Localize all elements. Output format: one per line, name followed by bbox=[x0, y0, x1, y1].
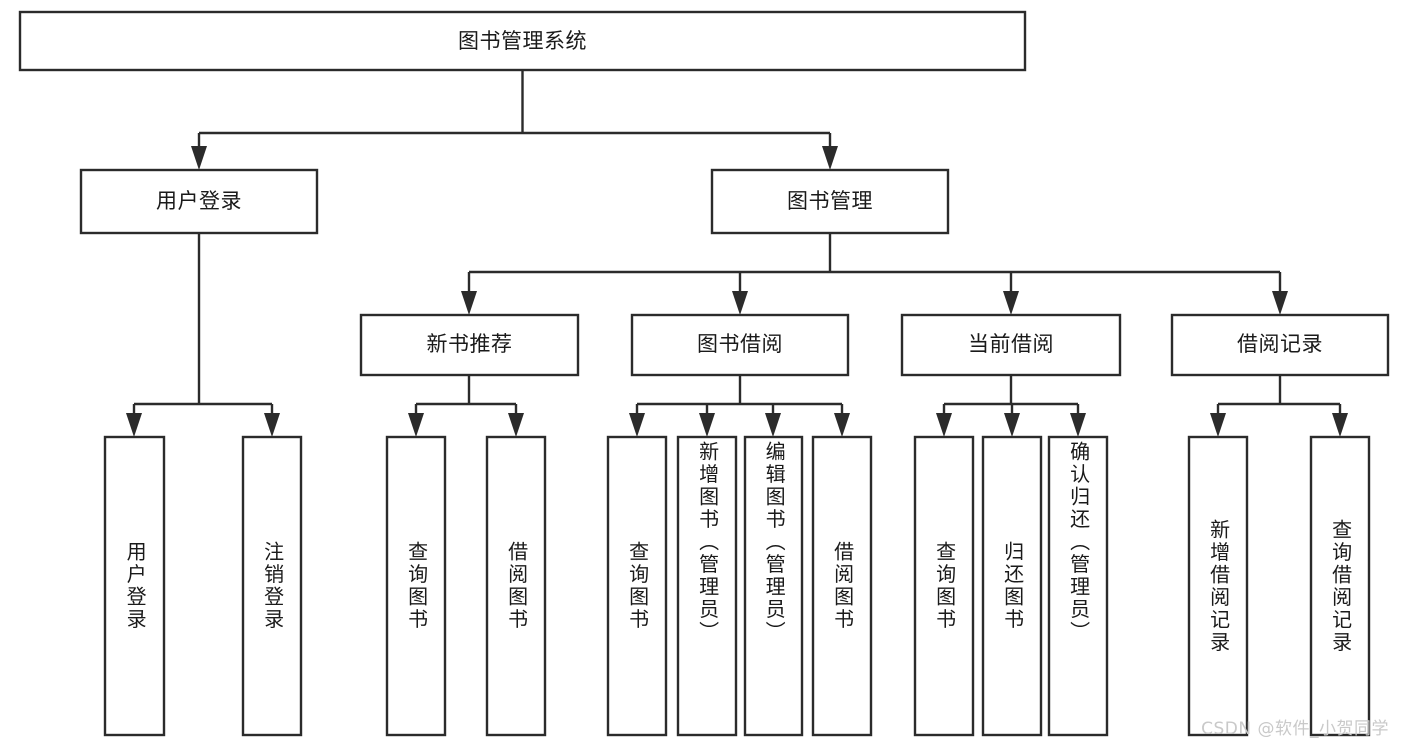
node-book-borrow-label: 图书借阅 bbox=[697, 332, 783, 356]
arrow-head-icon bbox=[834, 413, 850, 437]
node-current-borrow[interactable]: 当前借阅 bbox=[900, 313, 1122, 377]
leaf-box-confirm-return-admin[interactable] bbox=[1047, 435, 1109, 737]
arrow-head-icon bbox=[765, 413, 781, 437]
connector-group-bookmgmt bbox=[461, 233, 1288, 315]
node-user-login[interactable]: 用户登录 bbox=[79, 168, 319, 235]
arrow-head-icon bbox=[126, 413, 142, 437]
node-current-borrow-box[interactable] bbox=[900, 313, 1122, 377]
node-new-book-recommend-label: 新书推荐 bbox=[427, 332, 513, 356]
arrow-head-icon bbox=[1004, 413, 1020, 437]
node-book-management[interactable]: 图书管理 bbox=[710, 168, 950, 235]
arrow-head-icon bbox=[1272, 291, 1288, 315]
node-borrow-record-box[interactable] bbox=[1170, 313, 1390, 377]
node-borrow-record-label: 借阅记录 bbox=[1237, 332, 1323, 356]
leaf-box-query-book-rec[interactable] bbox=[385, 435, 447, 737]
leaf-box-query-borrow-record[interactable] bbox=[1309, 435, 1371, 737]
connector-group-root bbox=[191, 70, 838, 170]
arrow-head-icon bbox=[1070, 413, 1086, 437]
node-root-box[interactable] bbox=[18, 10, 1027, 72]
node-book-management-label: 图书管理 bbox=[787, 189, 873, 213]
arrow-head-icon bbox=[1003, 291, 1019, 315]
leaf-box-user-login[interactable] bbox=[103, 435, 166, 737]
arrow-head-icon bbox=[822, 146, 838, 170]
connector-group-newbook bbox=[408, 375, 524, 437]
leaf-box-edit-book-admin[interactable] bbox=[743, 435, 804, 737]
leaf-box-logout[interactable] bbox=[241, 435, 303, 737]
node-user-login-box[interactable] bbox=[79, 168, 319, 235]
node-current-borrow-label: 当前借阅 bbox=[968, 332, 1054, 356]
arrow-head-icon bbox=[508, 413, 524, 437]
arrow-head-icon bbox=[732, 291, 748, 315]
node-root-system[interactable]: 图书管理系统 bbox=[18, 10, 1027, 72]
connector-group-login bbox=[126, 233, 280, 437]
arrow-head-icon bbox=[1210, 413, 1226, 437]
arrow-head-icon bbox=[629, 413, 645, 437]
arrow-head-icon bbox=[461, 291, 477, 315]
arrow-head-icon bbox=[264, 413, 280, 437]
leaf-box-borrow-book-rec[interactable] bbox=[485, 435, 547, 737]
arrow-head-icon bbox=[408, 413, 424, 437]
leaf-box-add-book-admin[interactable] bbox=[676, 435, 738, 737]
arrow-head-icon bbox=[1332, 413, 1348, 437]
node-root-label: 图书管理系统 bbox=[458, 29, 587, 53]
csdn-watermark: CSDN @软件_小贺同学 bbox=[1201, 719, 1389, 739]
connector-group-record bbox=[1210, 375, 1348, 437]
node-borrow-record[interactable]: 借阅记录 bbox=[1170, 313, 1390, 377]
leaf-box-add-borrow-record[interactable] bbox=[1187, 435, 1249, 737]
node-new-book-recommend-box[interactable] bbox=[359, 313, 580, 377]
node-book-management-box[interactable] bbox=[710, 168, 950, 235]
arrow-head-icon bbox=[191, 146, 207, 170]
node-book-borrow[interactable]: 图书借阅 bbox=[630, 313, 850, 377]
node-book-borrow-box[interactable] bbox=[630, 313, 850, 377]
node-user-login-label: 用户登录 bbox=[156, 189, 242, 213]
connector-group-borrow bbox=[629, 375, 850, 437]
arrow-head-icon bbox=[699, 413, 715, 437]
leaf-box-query-book-current[interactable] bbox=[913, 435, 975, 737]
arrow-head-icon bbox=[936, 413, 952, 437]
node-new-book-recommend[interactable]: 新书推荐 bbox=[359, 313, 580, 377]
leaf-box-query-book-borrow[interactable] bbox=[606, 435, 668, 737]
connector-group-current bbox=[936, 375, 1086, 437]
leaf-box-borrow-book[interactable] bbox=[811, 435, 873, 737]
leaf-box-return-book[interactable] bbox=[981, 435, 1043, 737]
